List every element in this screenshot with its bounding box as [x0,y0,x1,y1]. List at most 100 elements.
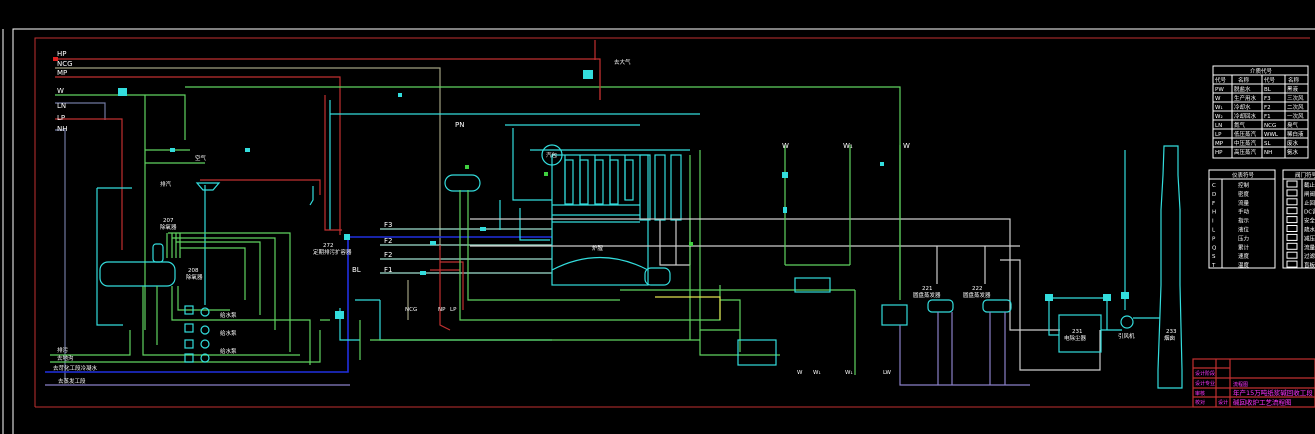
label-lp2: LP [450,307,457,313]
e222-name: 圆盘蒸发器 [963,291,991,299]
e231-name: 电除尘器 [1064,334,1087,342]
legend-media-cell: 中压蒸汽 [1234,139,1257,147]
label-f2a: F2 [384,237,392,245]
legend-media-cell: 冷却回水 [1234,112,1257,120]
deaerator-208 [99,261,176,287]
legend-media-cell: F1 [1264,114,1271,120]
label-bl: BL [352,266,361,274]
deaerator-head-207 [152,243,164,263]
e207-name: 除氧器 [160,223,177,231]
legend-symbols-title: 阀门符号 [1295,171,1315,179]
e208-no: 208 [188,268,199,274]
legend-media-cell: SL [1264,141,1271,147]
legend-media-cell: 稀白液 [1287,130,1304,138]
legend-symbol-name: 疏水器 [1304,226,1315,234]
legend-media-cell: NCG [1264,123,1276,129]
legend-instrument-code: Q [1212,245,1217,251]
legend-symbol-name: 闸阀 [1304,190,1315,198]
legend-instrument-code: S [1212,254,1216,260]
legend-instrument-name: 手动 [1238,208,1250,216]
legend-instrument-name: 液位 [1238,226,1250,234]
legend-media-cell: 氨水 [1287,148,1299,156]
electrostatic-precipitator [1058,314,1102,353]
tb-discipline: 设计专业 [1195,380,1215,387]
drum-name: 汽包 [546,151,558,159]
valve-symbol-icon [1286,260,1298,268]
equipment-labels: 207 除氧器 208 除氧器 272 定期排污扩容器 汽包 炉膛 231 电除… [160,151,1177,355]
legend-instrument-name: 控制 [1238,181,1250,189]
legend-media-cell: 臭气 [1287,121,1299,129]
legend-media-cell: 废水 [1287,139,1299,147]
legend-media-cell: 氮气 [1234,121,1246,129]
legend-instrument-name: 流量 [1238,199,1250,207]
valve-symbol-icon [1286,233,1298,241]
legend-symbols-table: 阀门符号 截止阀闸阀止回阀DC调节阀安全阀疏水器减压阀流量计过滤器盲板 [1282,169,1315,269]
legend-symbol-name: 减压阀 [1304,234,1315,242]
valve-symbol-icon [1286,225,1298,232]
pump-3: 给水泵 [220,347,237,355]
legend-symbol-name: 截止阀 [1304,181,1315,189]
valve-icons [118,70,1129,319]
legend-instrument-name: 压力 [1238,234,1249,242]
tb-check: 校对 [1195,399,1205,406]
label-to-atm: 去大气 [614,58,631,66]
legend-media-cell: 生产用水 [1234,94,1257,102]
legend-media-cell: HP [1215,150,1223,156]
legend-instrument-name: 速度 [1238,252,1250,260]
label-f1: F1 [384,266,392,274]
label-to-evaporation: 去蒸发工段 [58,377,86,385]
legend-media-cell: F3 [1264,96,1271,102]
steam-drum [541,144,563,166]
legend-instrument-code: L [1212,228,1216,234]
legend-instrument-name: 累计 [1238,243,1250,251]
legend-media-cell: 冷却水 [1234,103,1251,111]
label-f3: F3 [384,221,392,229]
legend-media-cell: NH [1264,150,1272,156]
legend-header: 名称 [1238,76,1250,84]
legend-media-cell: 高压蒸汽 [1234,148,1257,156]
legend-media-cell: MP [1215,141,1224,147]
legend-media-cell: F2 [1264,105,1271,111]
pump-2: 给水泵 [220,329,237,337]
legend-media-cell: 二次风 [1287,103,1304,111]
legend-symbol-name: 安全阀 [1304,217,1315,225]
legend-instrument-code: C [1212,183,1216,189]
tb-stage: 设计阶段 [1195,370,1215,377]
valve-symbol-icon [1286,242,1298,250]
legend-instrument-code: I [1212,219,1214,225]
legend-symbol-name: 止回阀 [1304,199,1315,207]
legend-symbol-name: 盲板 [1304,261,1315,269]
legend-media-title: 介质代号 [1250,67,1273,75]
label-w1: W [782,142,789,150]
legend-instrument-code: T [1211,263,1216,269]
valve-symbol-icon [1286,251,1298,259]
label-w3: W [903,142,910,150]
label-ncg: NCG [57,60,73,68]
label-w6: W₁ [845,370,853,376]
valve-symbol-icon [1286,216,1298,224]
e272-no: 272 [323,243,334,249]
legend-header: 代号 [1215,76,1227,84]
legend-instrument-name: 温度 [1238,261,1250,269]
legend-media-cell: 黑液 [1287,85,1299,93]
e221-name: 圆盘蒸发器 [913,291,941,299]
e233-name: 烟囱 [1164,334,1175,342]
deaerator-group [50,182,330,365]
pump-1: 给水泵 [220,311,237,319]
tb-sheet: 流程图 [1233,381,1248,388]
label-w: W [57,87,64,95]
legend-media-cell: WWL [1264,132,1279,138]
label-w4: W [797,370,803,376]
label-to-causticizing: 去苛化工段冷凝水 [53,364,98,372]
valve-symbol-icon [1286,180,1298,188]
label-hp: HP [57,50,67,58]
label-w5: W₁ [813,370,821,376]
left-feed-lines [53,40,901,380]
legend-instrument-code: F [1212,201,1215,207]
label-lw: LW [883,370,892,376]
e222-no: 222 [972,286,983,292]
label-drain: 排污 [57,346,69,354]
fan-name: 引风机 [1118,332,1135,340]
